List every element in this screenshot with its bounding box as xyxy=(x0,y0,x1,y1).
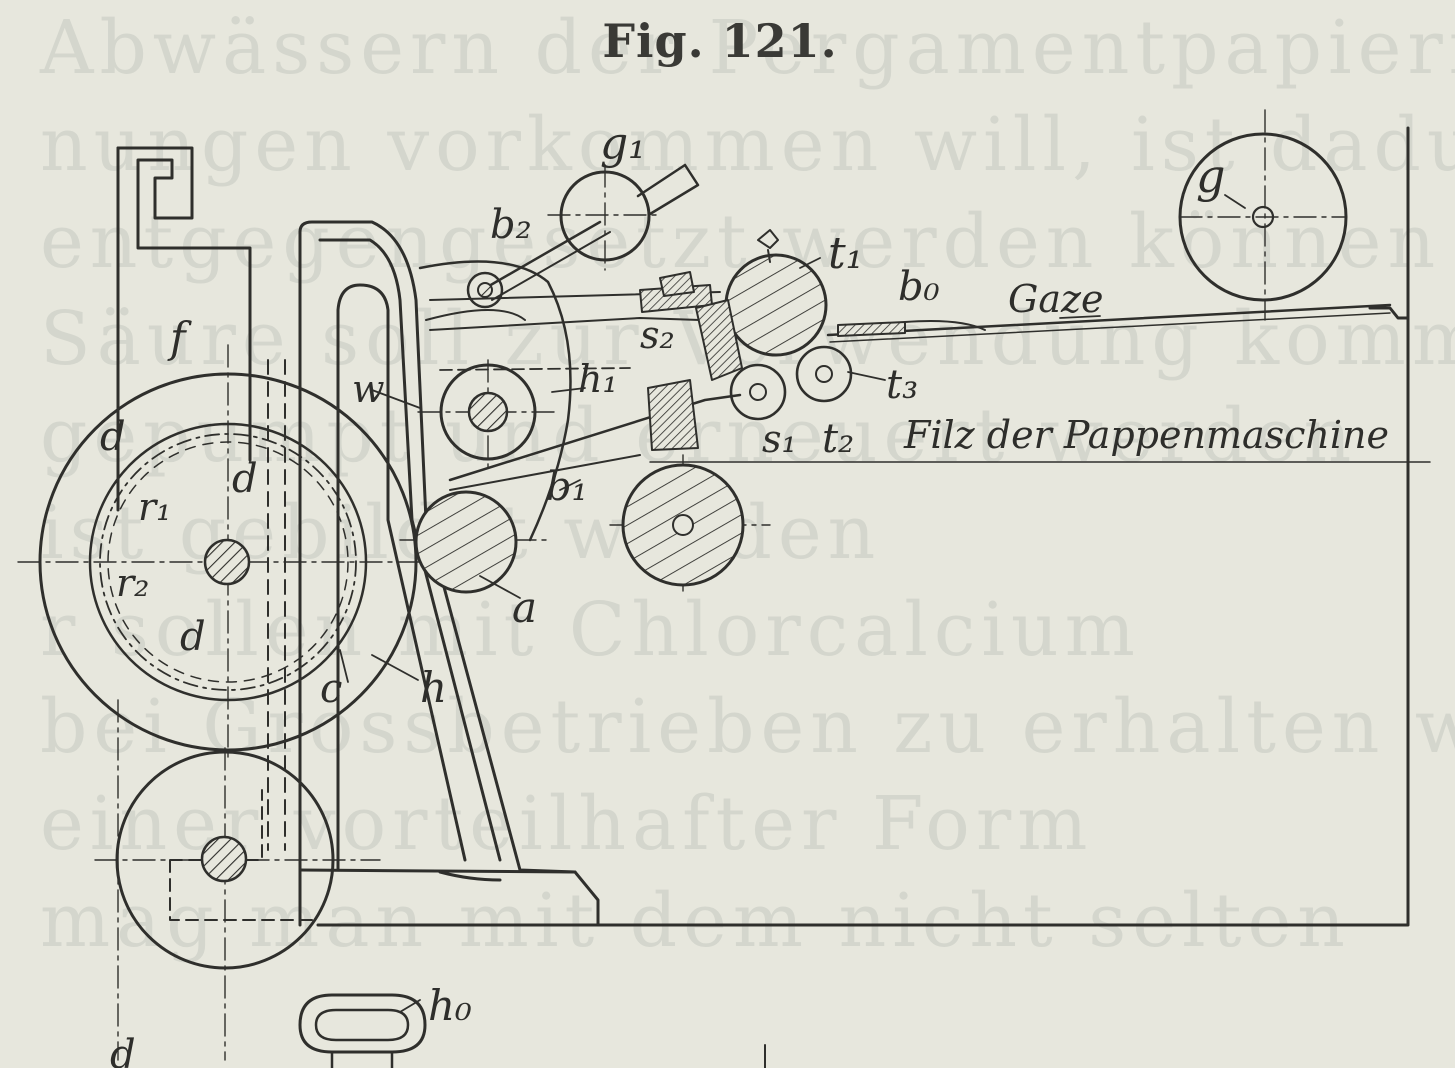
roller-g1 xyxy=(559,170,651,262)
label-filz: Filz der Pappenmaschine xyxy=(903,413,1389,457)
label-h1: h₁ xyxy=(578,357,618,401)
stand-slot xyxy=(336,283,467,872)
roller-t3 xyxy=(795,345,853,403)
label-b1: b₁ xyxy=(546,464,588,510)
label-t2: t₂ xyxy=(822,416,854,462)
label-b0: b₀ xyxy=(898,264,940,310)
lever-b2-2 xyxy=(491,231,611,301)
leader-h1 xyxy=(551,387,586,393)
roller-t3-axle xyxy=(815,365,833,383)
leader-a xyxy=(479,575,521,599)
b0-guide xyxy=(904,320,986,331)
stand-foot xyxy=(438,870,502,882)
gaze-line xyxy=(826,303,1392,337)
lower-cylinder-axle xyxy=(200,835,248,883)
roller-g xyxy=(1178,132,1348,302)
label-r2: r₂ xyxy=(116,561,149,605)
roller-t1 xyxy=(724,253,828,357)
roller-g1-arm xyxy=(636,163,700,216)
feed-line-3 xyxy=(439,367,631,371)
roller-g-axle xyxy=(1251,205,1275,229)
label-t1: t₁ xyxy=(828,228,863,279)
handle-h0-inner xyxy=(314,1008,410,1042)
roller-w-axle xyxy=(467,391,509,433)
roller-a xyxy=(414,490,518,594)
leader-t1 xyxy=(799,257,821,269)
stand-inner xyxy=(318,238,502,862)
roller-w xyxy=(439,363,537,461)
vat-rim xyxy=(1368,306,1410,320)
label-d-inner: d xyxy=(232,456,258,502)
t1-screw xyxy=(757,229,779,263)
roller-t2 xyxy=(729,363,787,421)
leader-g xyxy=(1224,194,1246,209)
label-a: a xyxy=(512,583,537,632)
stand-base xyxy=(298,868,577,874)
pivot-b2-center xyxy=(477,282,493,298)
frame-hook xyxy=(116,146,252,462)
block-b1 xyxy=(647,379,699,451)
leader-c xyxy=(339,649,349,683)
feed-line-2 xyxy=(429,317,701,331)
vat-outline xyxy=(316,126,1410,927)
label-d-foot: d xyxy=(110,1032,136,1068)
label-h: h xyxy=(420,663,447,712)
label-b2: b₂ xyxy=(490,202,532,248)
gaze-line-2 xyxy=(829,312,1391,343)
label-w: w xyxy=(352,367,385,411)
stand-outer xyxy=(298,220,600,927)
leader-t3 xyxy=(847,371,886,381)
label-c: c xyxy=(320,666,342,712)
label-h0: h₀ xyxy=(428,981,472,1030)
leader-w xyxy=(371,389,421,409)
label-t3: t₃ xyxy=(886,362,918,408)
label-f: f xyxy=(167,313,192,362)
pivot-b2 xyxy=(466,271,504,309)
leader-gaze xyxy=(1059,315,1101,319)
block-s2-wedge xyxy=(695,299,743,381)
cylinder-axle xyxy=(203,538,251,586)
leader-b1 xyxy=(559,479,581,491)
filz-line xyxy=(448,393,742,482)
label-r1: r₁ xyxy=(138,485,171,529)
handle-h0 xyxy=(298,993,427,1054)
b0-plate xyxy=(837,321,906,337)
figure-title: Fig. 121. xyxy=(602,14,838,68)
block-nut xyxy=(659,271,695,297)
leader-h xyxy=(371,654,419,681)
upper-arm-inner xyxy=(425,309,526,321)
label-s2: s₂ xyxy=(640,313,675,357)
label-g1: g₁ xyxy=(600,118,646,169)
lever-b2 xyxy=(480,220,602,292)
label-s1: s₁ xyxy=(762,417,797,461)
upper-arm xyxy=(418,260,572,542)
label-d-left: d xyxy=(100,414,126,460)
roller-t2-axle xyxy=(749,383,767,401)
label-g: g xyxy=(1196,149,1225,203)
filz-line-lower xyxy=(449,454,641,491)
label-gaze: Gaze xyxy=(1008,277,1104,321)
bottom-roller-axle xyxy=(672,514,694,536)
label-d-bottom: d xyxy=(180,614,206,660)
handle-h0-stem xyxy=(330,1050,394,1068)
